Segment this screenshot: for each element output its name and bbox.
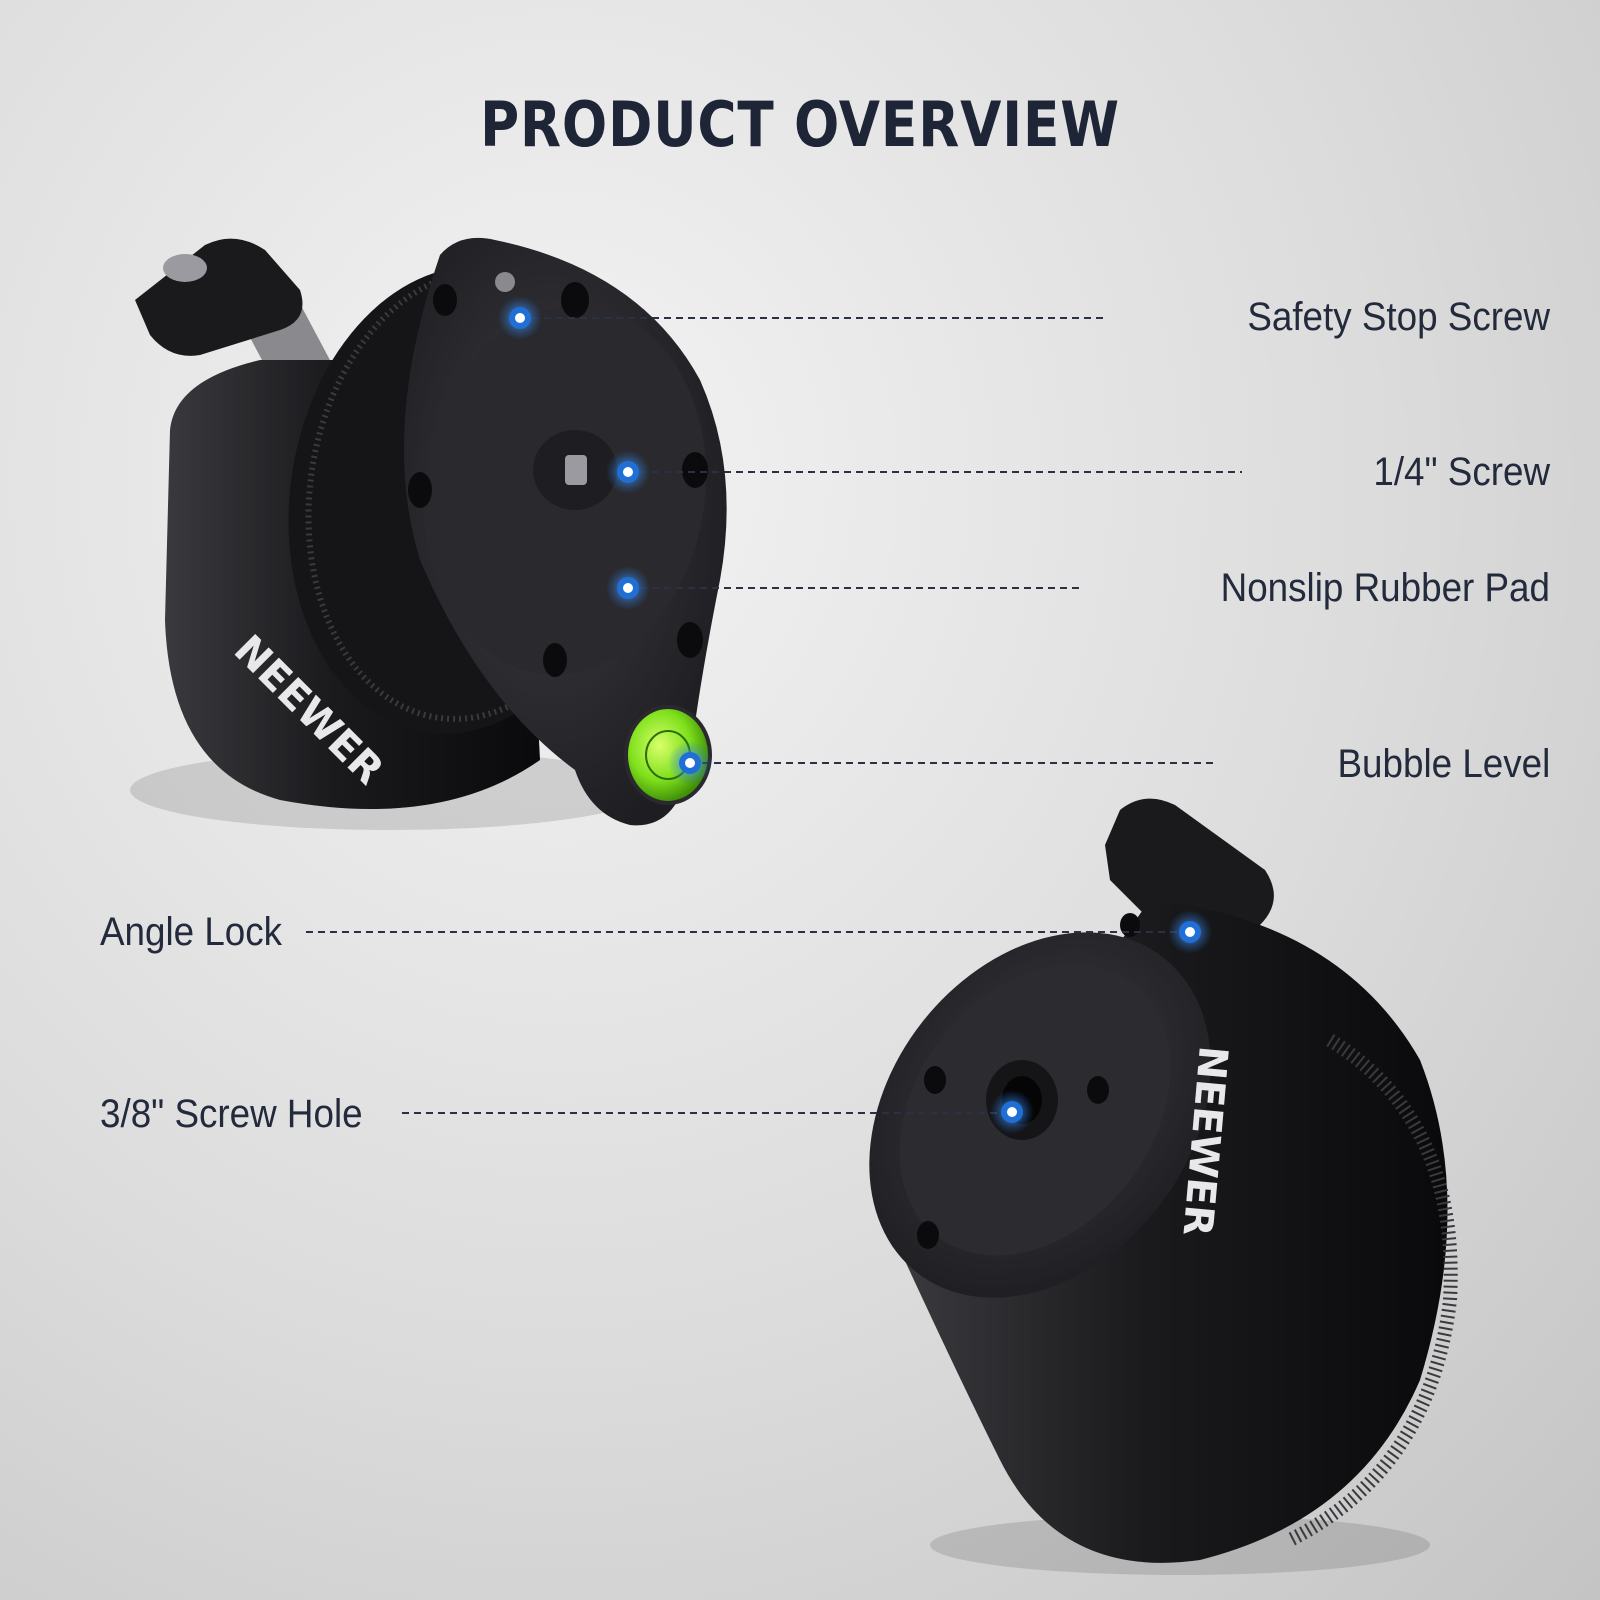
callout-label-three-eighths-screw-hole: 3/8" Screw Hole [100,1092,363,1136]
callout-lines [306,317,1242,1114]
safety-stop-screw-icon [495,272,515,292]
mount-hole [682,452,708,488]
knob-cap [163,254,207,282]
callout-label-bubble-level: Bubble Level [1337,742,1550,786]
mount-hole [543,643,567,677]
mount-hole [1087,1076,1109,1104]
callout-markers [498,296,1212,1134]
mount-hole [408,472,432,508]
marker-quarter-inch-screw [606,450,650,494]
quarter-inch-screw-icon [565,455,587,485]
knurled-ring-texture [1286,1034,1458,1547]
mount-hole [677,622,703,658]
marker-nonslip-rubber-pad [606,566,650,610]
mount-hole [917,1221,939,1249]
callout-label-quarter-inch-screw: 1/4" Screw [1373,450,1550,494]
mount-hole [924,1066,946,1094]
page-title: PRODUCT OVERVIEW [480,88,1120,161]
callout-label-angle-lock: Angle Lock [100,910,283,954]
marker-safety-stop-screw [498,296,542,340]
mount-hole [433,284,457,316]
mount-hole [1120,913,1140,937]
marker-bubble-level [668,741,712,785]
leveling-base-top-view: NEEWER [130,237,727,830]
callout-label-nonslip-rubber-pad: Nonslip Rubber Pad [1220,566,1550,610]
marker-three-eighths-screw-hole [990,1090,1034,1134]
callout-label-safety-stop-screw: Safety Stop Screw [1247,295,1550,339]
leveling-base-bottom-view: NEEWER [869,798,1458,1575]
mount-hole [561,282,589,318]
marker-angle-lock [1168,910,1212,954]
